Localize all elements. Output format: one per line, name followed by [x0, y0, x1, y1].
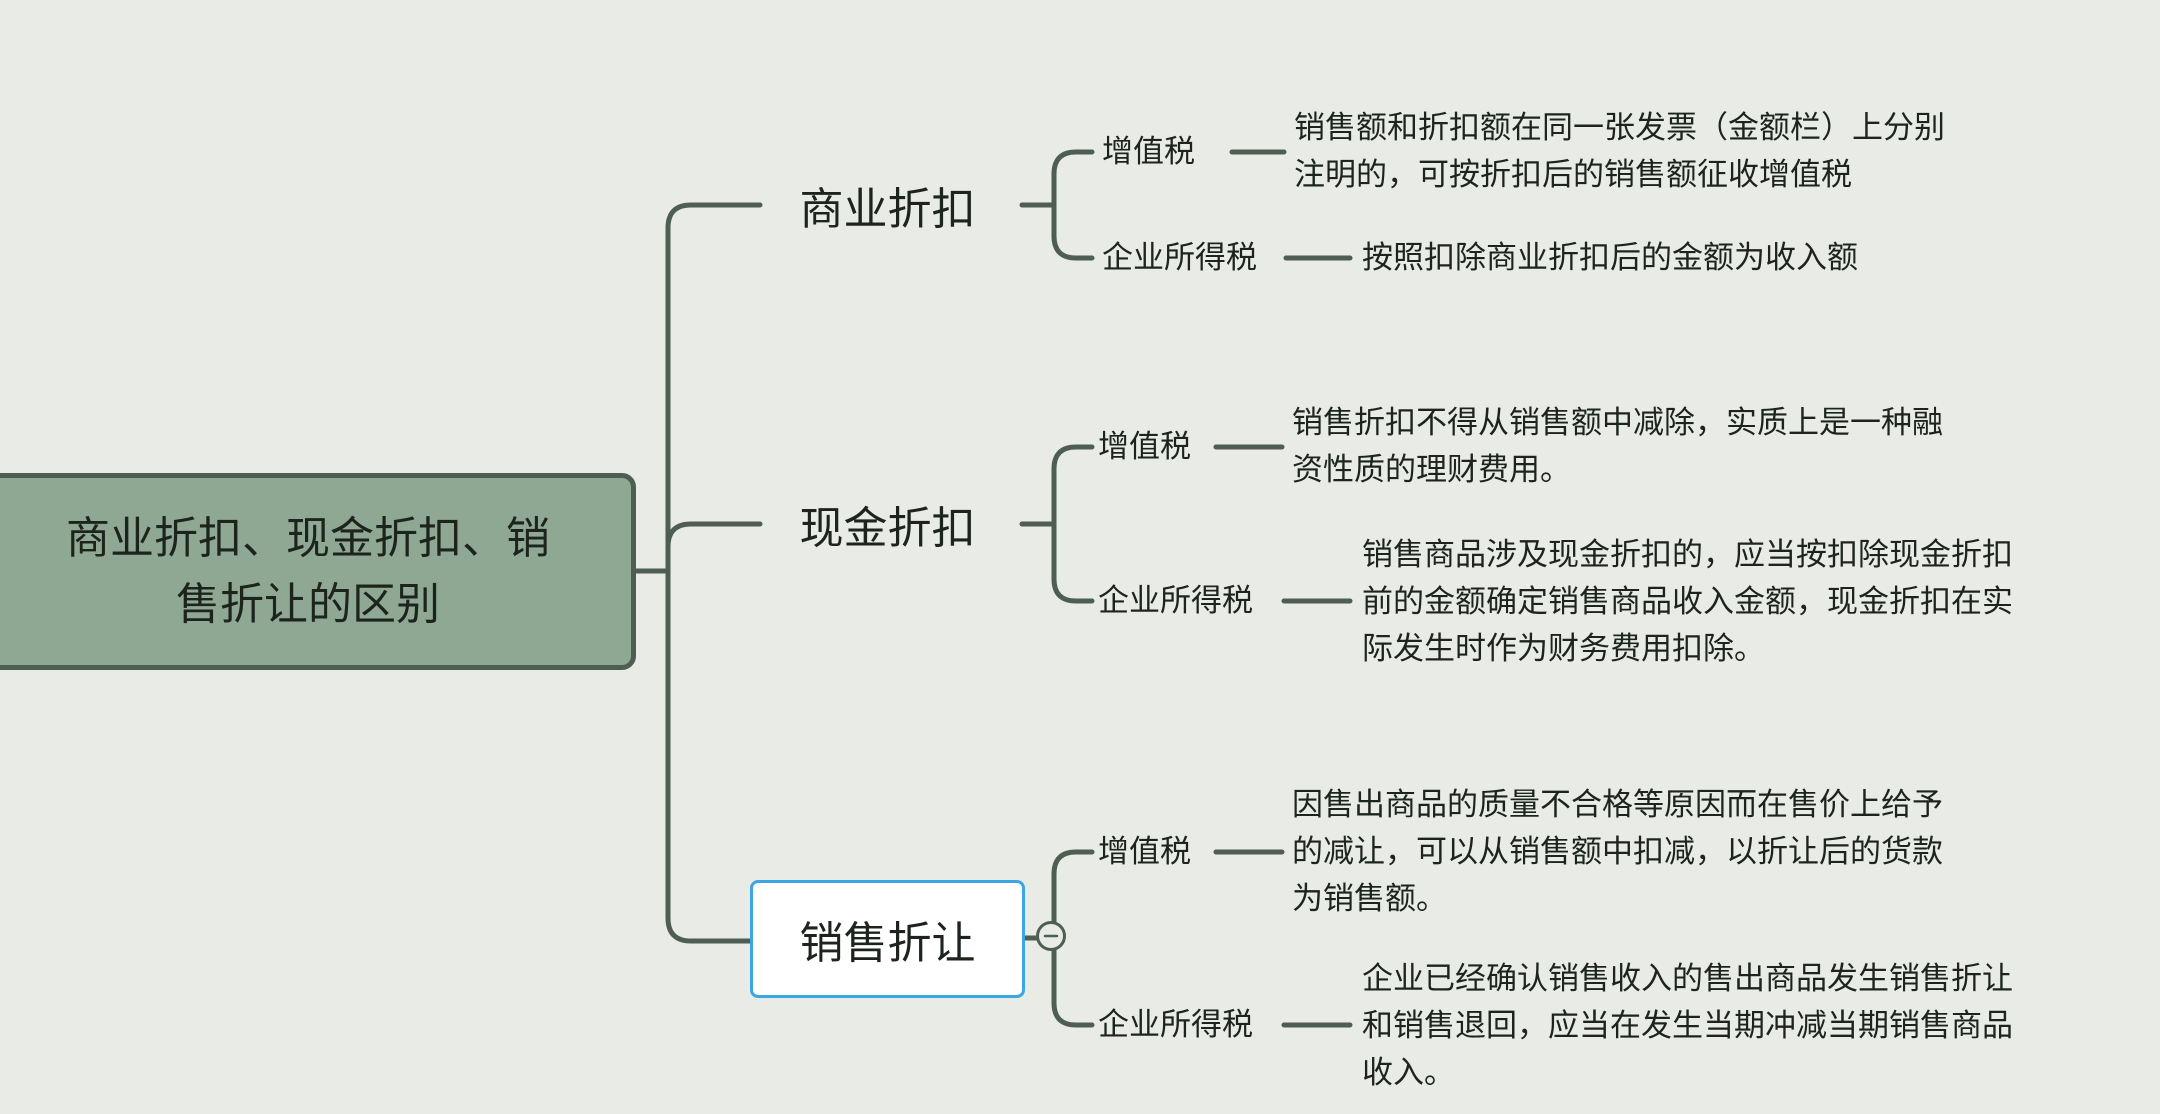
branch-topic-label: 销售折让 — [799, 918, 976, 969]
root-topic[interactable]: 商业折扣、现金折扣、销售折让的区别 — [0, 473, 636, 670]
branch-topic-label: 商业折扣 — [799, 184, 976, 235]
tax-topic-corporate-income[interactable]: 企业所得税 — [1098, 583, 1253, 619]
description-line: 销售折扣不得从销售额中减除，实质上是一种融 — [1292, 405, 1943, 441]
description-topic[interactable]: 企业已经确认销售收入的售出商品发生销售折让 和销售退回，应当在发生当期冲减当期销… — [1362, 956, 2013, 1097]
description-line: 因售出商品的质量不合格等原因而在售价上给予 — [1292, 787, 1943, 823]
description-line: 的减让，可以从销售额中扣减，以折让后的货款 — [1292, 834, 1943, 870]
tax-topic-vat[interactable]: 增值税 — [1102, 134, 1195, 170]
connector-branch-1-to-cit — [1051, 202, 1095, 261]
description-topic[interactable]: 销售折扣不得从销售额中减除，实质上是一种融 资性质的理财费用。 — [1292, 400, 1943, 494]
branch-topic-commercial-discount[interactable]: 商业折扣 — [750, 146, 1025, 264]
minus-circle-icon[interactable] — [1036, 921, 1066, 951]
connector-branch-3-to-cit — [1051, 935, 1095, 1028]
connector-branch-2-to-vat — [1051, 444, 1095, 527]
description-line: 销售额和折扣额在同一张发票（金额栏）上分别 — [1294, 110, 1945, 146]
description-line: 前的金额确定销售商品收入金额，现金折扣在实 — [1362, 584, 2013, 620]
tax-topic-corporate-income[interactable]: 企业所得税 — [1102, 240, 1257, 276]
connector-root-to-branch-1 — [665, 202, 763, 574]
root-topic-label: 商业折扣、现金折扣、销售折让的区别 — [66, 512, 550, 630]
description-line: 按照扣除商业折扣后的金额为收入额 — [1362, 240, 1858, 276]
branch-topic-label: 现金折扣 — [799, 503, 976, 554]
connector-root-to-branch-3 — [665, 568, 763, 944]
description-line: 和销售退回，应当在发生当期冲减当期销售商品 — [1362, 1008, 2013, 1044]
connector-branch-1-to-vat — [1051, 149, 1095, 208]
description-line: 收入。 — [1362, 1055, 1455, 1091]
description-line: 为销售额。 — [1292, 881, 1447, 917]
description-line: 际发生时作为财务费用扣除。 — [1362, 631, 1765, 667]
connector-branch-2-to-cit — [1051, 521, 1095, 604]
description-line: 企业已经确认销售收入的售出商品发生销售折让 — [1362, 961, 2013, 997]
description-line: 注明的，可按折扣后的销售额征收增值税 — [1294, 157, 1852, 193]
branch-topic-sales-allowance[interactable]: 销售折让 — [750, 880, 1025, 998]
branch-topic-cash-discount[interactable]: 现金折扣 — [750, 465, 1025, 583]
tax-topic-corporate-income[interactable]: 企业所得税 — [1098, 1007, 1253, 1043]
minus-glyph — [1043, 934, 1059, 938]
description-topic[interactable]: 按照扣除商业折扣后的金额为收入额 — [1362, 235, 1858, 282]
connector-branch-3-to-vat — [1051, 849, 1095, 941]
tax-topic-vat[interactable]: 增值税 — [1098, 834, 1191, 870]
description-topic[interactable]: 销售额和折扣额在同一张发票（金额栏）上分别 注明的，可按折扣后的销售额征收增值税 — [1294, 105, 1945, 199]
description-line: 销售商品涉及现金折扣的，应当按扣除现金折扣 — [1362, 537, 2013, 573]
description-line: 资性质的理财费用。 — [1292, 452, 1571, 488]
tax-topic-vat[interactable]: 增值税 — [1098, 429, 1191, 465]
description-topic[interactable]: 销售商品涉及现金折扣的，应当按扣除现金折扣 前的金额确定销售商品收入金额，现金折… — [1362, 532, 2013, 673]
connector-root-to-branch-2 — [665, 521, 763, 574]
description-topic[interactable]: 因售出商品的质量不合格等原因而在售价上给予 的减让，可以从销售额中扣减，以折让后… — [1292, 782, 1943, 923]
